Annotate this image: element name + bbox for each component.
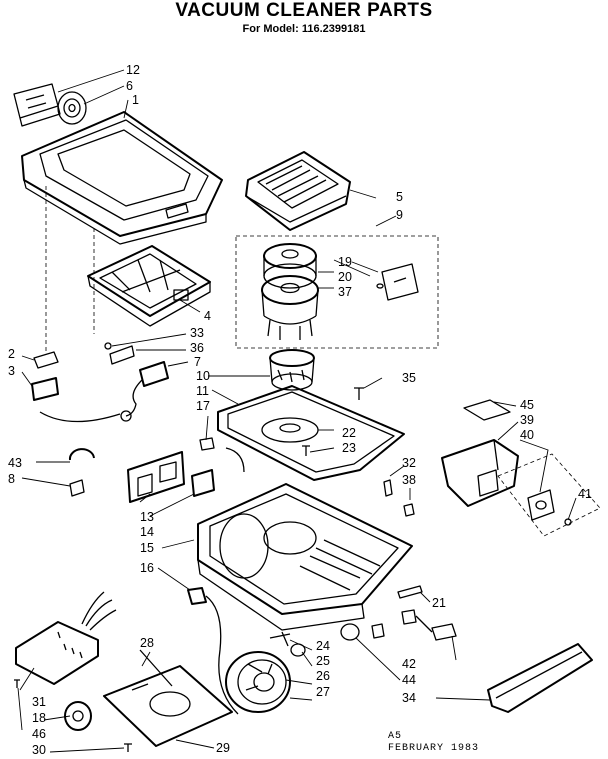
part-22-seal-drawing	[261, 417, 319, 443]
brush-holder-drawing	[376, 263, 419, 301]
part-39-bag-drawing	[441, 439, 519, 507]
part-4-drawing	[87, 245, 211, 327]
callout-14: 14	[140, 525, 154, 539]
part-35-screw-drawing	[354, 387, 364, 400]
callout-16: 16	[140, 561, 154, 575]
part-34-bumper-drawing	[487, 643, 593, 713]
diagram-title: VACUUM CLEANER PARTS	[175, 0, 433, 21]
bag-assembly-box	[497, 453, 601, 537]
callout-27: 27	[316, 685, 330, 699]
callout-20: 20	[338, 270, 352, 284]
motor-drawing	[261, 243, 319, 340]
callout-19: 19	[338, 255, 352, 269]
part-7-switch-drawing	[39, 361, 169, 423]
callout-42: 42	[402, 657, 416, 671]
part-42-drawing	[401, 609, 457, 641]
callout-30: 30	[32, 743, 46, 757]
callout-11: 11	[196, 384, 209, 398]
callout-36: 36	[190, 341, 204, 355]
motor-assembly-box	[235, 235, 439, 349]
part-27-cord-reel-drawing	[225, 651, 291, 713]
callout-29: 29	[216, 741, 230, 755]
part-18-wheel-drawing	[64, 701, 92, 731]
callout-33: 33	[190, 326, 204, 340]
callout-23: 23	[342, 441, 356, 455]
part-33-36-drawing	[104, 342, 135, 365]
part-15-base-drawing	[197, 483, 413, 631]
callout-41: 41	[578, 487, 592, 501]
callout-28: 28	[140, 636, 154, 650]
part-10-motor-mount-drawing	[269, 349, 315, 391]
callout-10: 10	[196, 369, 210, 383]
callout-44: 44	[402, 673, 416, 687]
callout-25: 25	[316, 654, 330, 668]
callout-3: 3	[8, 364, 15, 378]
callout-18: 18	[32, 711, 46, 725]
stamp-code: A5	[388, 731, 403, 742]
callout-46: 46	[32, 727, 46, 741]
callout-labels: 12 6 1 5 9 19 20 37 4 33 2 36 3 7 10 35 …	[8, 63, 592, 757]
part-11-gasket-drawing	[217, 385, 405, 481]
callout-37: 37	[338, 285, 352, 299]
part-14-drawing	[191, 469, 215, 497]
callout-13: 13	[140, 510, 154, 524]
part-6-drawing	[57, 91, 87, 125]
callout-7: 7	[194, 355, 201, 369]
callout-5: 5	[396, 190, 403, 204]
callout-40: 40	[520, 428, 534, 442]
callout-22: 22	[342, 426, 356, 440]
model-number: For Model: 116.2399181	[242, 23, 366, 35]
part-12-drawing	[13, 83, 61, 127]
part-13-switch-plate-drawing	[127, 451, 185, 503]
callout-34: 34	[402, 691, 416, 705]
date-stamp: A5 FEBRUARY 1983	[388, 731, 479, 755]
callout-15: 15	[140, 541, 154, 555]
callout-24: 24	[316, 639, 330, 653]
callout-31: 31	[32, 695, 46, 709]
callout-6: 6	[126, 79, 133, 93]
callout-21: 21	[432, 596, 446, 610]
part-43-clip-drawing	[68, 448, 95, 461]
callout-17: 17	[196, 399, 210, 413]
leader-lines	[17, 69, 577, 753]
callout-39: 39	[520, 413, 534, 427]
part-45-drawing	[463, 399, 511, 421]
part-31-drawing	[15, 591, 117, 685]
callout-32: 32	[402, 456, 416, 470]
callout-38: 38	[402, 473, 416, 487]
callout-45: 45	[520, 398, 534, 412]
callout-4: 4	[204, 309, 211, 323]
callout-26: 26	[316, 669, 330, 683]
callout-9: 9	[396, 208, 403, 222]
callout-35: 35	[402, 371, 416, 385]
callout-12: 12	[126, 63, 140, 77]
part-16-plug-drawing	[187, 587, 239, 715]
part-29-bottom-plate-drawing	[103, 665, 233, 747]
callout-1: 1	[132, 93, 139, 107]
part-8-drawing	[69, 479, 85, 497]
part-3-drawing	[31, 377, 59, 401]
part-5-filter-grille-drawing	[245, 151, 351, 231]
part-2-drawing	[33, 351, 59, 369]
part-1-lid-drawing	[21, 111, 223, 245]
callout-2: 2	[8, 347, 15, 361]
callout-8: 8	[8, 472, 15, 486]
part-41-drawing	[527, 489, 572, 526]
callout-43: 43	[8, 456, 22, 470]
stamp-date: FEBRUARY 1983	[388, 743, 480, 754]
